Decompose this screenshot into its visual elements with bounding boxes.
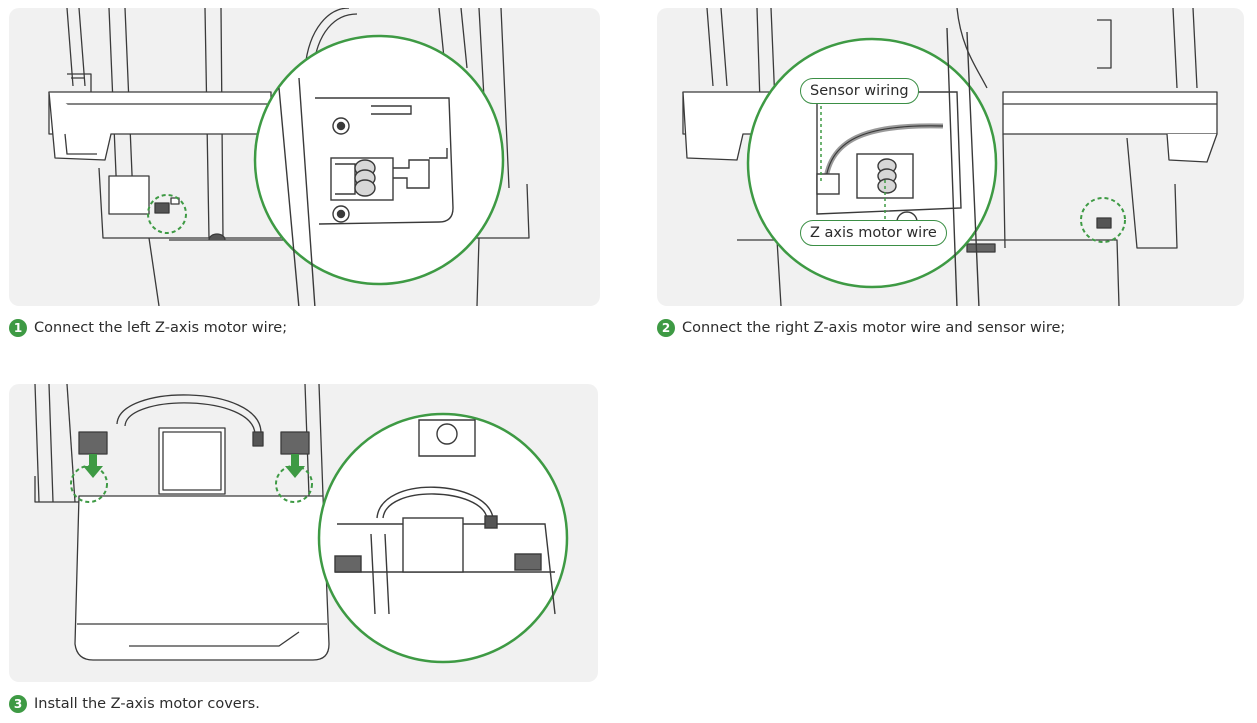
step-2-text: Connect the right Z-axis motor wire and … <box>682 320 1066 336</box>
step-2-illustration <box>657 8 1244 306</box>
z-motor-wire-callout: Z axis motor wire <box>800 220 947 246</box>
step-1-text: Connect the left Z-axis motor wire; <box>34 320 288 336</box>
step-1-illustration <box>9 8 600 306</box>
step-number-badge: 1 <box>9 319 27 337</box>
printer-right-motor-drawing <box>682 8 1218 306</box>
printer-motor-covers-drawing <box>34 384 569 664</box>
step-number-badge: 3 <box>9 695 27 713</box>
step-3-illustration <box>9 384 598 682</box>
step-1-caption: 1 Connect the left Z-axis motor wire; <box>9 319 287 337</box>
printer-left-motor-drawing <box>48 8 530 306</box>
step-2-caption: 2 Connect the right Z-axis motor wire an… <box>657 319 1065 337</box>
sensor-wiring-callout: Sensor wiring <box>800 78 919 104</box>
step-number-badge: 2 <box>657 319 675 337</box>
step-3-text: Install the Z-axis motor covers. <box>34 696 260 712</box>
step-3-caption: 3 Install the Z-axis motor covers. <box>9 695 260 713</box>
